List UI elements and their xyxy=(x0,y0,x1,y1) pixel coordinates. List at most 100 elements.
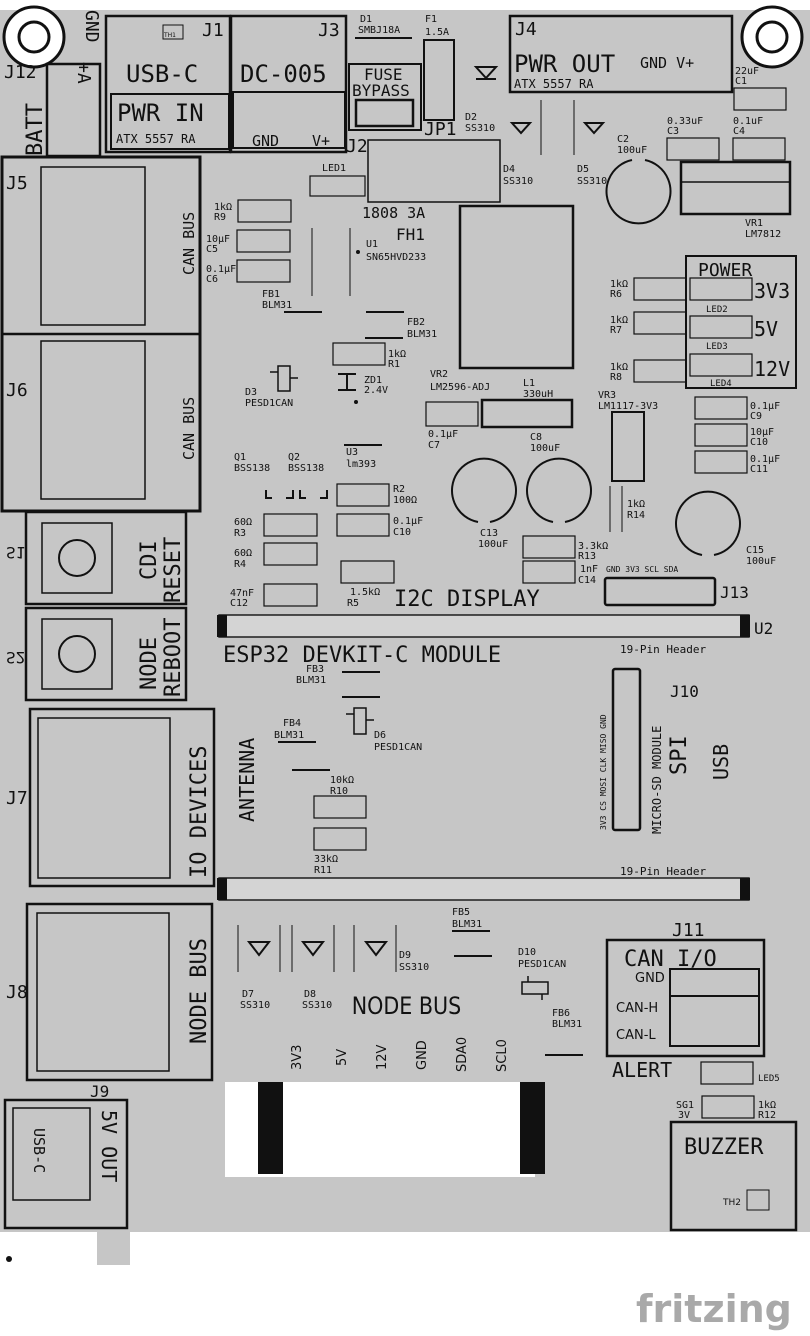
c12-value: 47nF xyxy=(230,588,254,599)
led5-label: LED5 xyxy=(758,1074,780,1084)
c10b-value: 10μF xyxy=(750,427,774,438)
d4-label: D4 xyxy=(503,164,515,175)
r8-value: 1kΩ xyxy=(610,362,628,373)
fuse-holder-j2 xyxy=(367,139,501,203)
c4-label: C4 xyxy=(733,126,745,137)
l1-value: 330uH xyxy=(523,389,553,400)
c1-label: C1 xyxy=(735,76,747,87)
nb-pin-label: SCL0 xyxy=(495,1039,510,1072)
fb5-label: FB5 xyxy=(452,907,470,918)
c10b-label: C10 xyxy=(750,437,768,448)
fb1-label: FB1 xyxy=(262,289,280,300)
c15-value: 100uF xyxy=(746,556,776,567)
bypass-label: BYPASS xyxy=(352,81,410,100)
buzzer-block xyxy=(669,1120,798,1232)
d10-value: PESD1CAN xyxy=(518,959,566,970)
j3-label: J3 xyxy=(318,20,340,41)
fuse-bypass-box xyxy=(348,63,422,131)
nb-pin-label: 3V3 xyxy=(290,1045,305,1070)
batt-label: BATT xyxy=(23,103,48,156)
buzzer-label: BUZZER xyxy=(684,1135,764,1160)
fb6-label: FB6 xyxy=(552,1008,570,1019)
c6-value: 0.1μF xyxy=(206,264,236,275)
d7-value: SS310 xyxy=(240,1000,270,1011)
l1-inductor xyxy=(480,398,574,429)
can-l-label: CAN-L xyxy=(616,1028,656,1043)
s1-label: S1 xyxy=(6,543,25,562)
vr1-label: VR1 xyxy=(745,218,763,229)
vr3-regulator xyxy=(611,411,645,482)
usb-label: USB xyxy=(709,744,733,780)
node-bus-label: NODE BUS xyxy=(352,993,462,1021)
j6-label: J6 xyxy=(6,380,28,401)
r3-label: R3 xyxy=(234,528,246,539)
q2-value: BSS138 xyxy=(288,463,324,474)
fb4-value: BLM31 xyxy=(274,730,304,741)
c9-value: 0.1μF xyxy=(750,401,780,412)
vr1-value: LM7812 xyxy=(745,229,781,240)
j4-pwr-out-block xyxy=(508,14,734,94)
d5-label: D5 xyxy=(577,164,589,175)
c11-label: C11 xyxy=(750,464,768,475)
u1-value: SN65HVD233 xyxy=(366,252,426,263)
r14-label: R14 xyxy=(627,510,645,521)
c13-value: 100uF xyxy=(478,539,508,550)
r1-value: 1kΩ xyxy=(388,349,406,360)
j11-label: J11 xyxy=(672,920,705,941)
c14-value: 1nF xyxy=(580,564,598,575)
fritzing-logo: fritzing xyxy=(636,1287,792,1331)
r10-label: R10 xyxy=(330,786,348,797)
r4-value: 60Ω xyxy=(234,548,252,559)
c13-label: C13 xyxy=(480,528,498,539)
sg1-label: SG1 xyxy=(676,1100,694,1111)
j1-label: J1 xyxy=(202,20,224,41)
s1-reset-switch xyxy=(24,510,188,606)
c5-label: C5 xyxy=(206,244,218,255)
r1-label: R1 xyxy=(388,359,400,370)
header-bottom-label: 19-Pin Header xyxy=(620,865,706,878)
c12-label: C12 xyxy=(230,598,248,609)
c5-value: 10μF xyxy=(206,234,230,245)
f1-value: 1.5A xyxy=(425,27,449,38)
d8-value: SS310 xyxy=(302,1000,332,1011)
fb2-value: BLM31 xyxy=(407,329,437,340)
sg1-value: 3V xyxy=(678,1110,690,1121)
nb-pin-label: GND xyxy=(415,1040,430,1070)
led2-label: LED2 xyxy=(706,305,728,315)
diode-d1-symbol xyxy=(473,66,499,80)
s2-reboot-switch xyxy=(24,606,188,702)
r12-value: 1kΩ xyxy=(758,1100,776,1111)
j4-label: J4 xyxy=(515,19,537,40)
j5-label: J5 xyxy=(6,173,28,194)
can-bus-label-2: CAN BUS xyxy=(180,397,198,460)
r7-label: R7 xyxy=(610,325,622,336)
v5-out-label: 5V OUT xyxy=(97,1110,121,1182)
l1-label: L1 xyxy=(523,378,535,389)
q1-label: Q1 xyxy=(234,452,246,463)
vr2-value: LM2596-ADJ xyxy=(430,382,490,393)
d9-label: D9 xyxy=(399,950,411,961)
vr2-label: VR2 xyxy=(430,369,448,380)
zd1-value: 2.4V xyxy=(364,385,388,396)
j13-label: J13 xyxy=(720,583,749,602)
u3-value: lm393 xyxy=(346,459,376,470)
vr3-value: LM1117-3V3 xyxy=(598,401,658,412)
r12-label: R12 xyxy=(758,1110,776,1121)
mount-hole-right xyxy=(740,5,804,69)
r6-value: 1kΩ xyxy=(610,279,628,290)
c4-value: 0.1uF xyxy=(733,116,763,127)
q2-label: Q2 xyxy=(288,452,300,463)
usbc-out-label: USB-C xyxy=(30,1128,48,1173)
r11-label: R11 xyxy=(314,865,332,876)
fb1-value: BLM31 xyxy=(262,300,292,311)
c2-value: 100uF xyxy=(617,145,647,156)
vr1-regulator xyxy=(679,160,792,216)
r8-label: R8 xyxy=(610,372,622,383)
nb-pin-label: 5V xyxy=(335,1049,350,1066)
j8-node-bus-block xyxy=(25,902,214,1082)
node-bus-vertical-label: NODE BUS xyxy=(187,938,212,1044)
led3-label: LED3 xyxy=(706,342,728,352)
r2-value: 100Ω xyxy=(393,495,417,506)
c7-label: C7 xyxy=(428,440,440,451)
